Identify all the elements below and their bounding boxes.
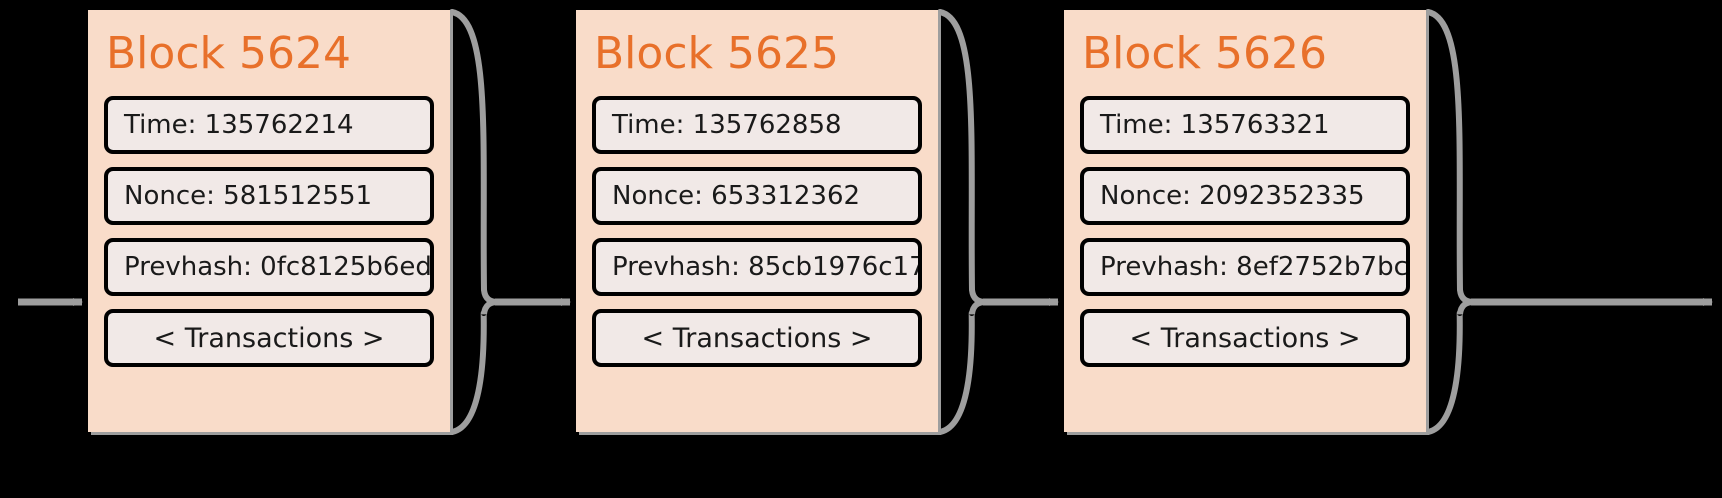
block-field-transactions[interactable]: < Transactions > [592, 309, 922, 367]
block-field-time: Time: 135762214 [104, 96, 434, 154]
block-field-transactions[interactable]: < Transactions > [104, 309, 434, 367]
brace-block-5624-to-block-5625 [449, 9, 571, 435]
block-card-5626[interactable]: Block 5626 Time: 135763321 Nonce: 209235… [1064, 10, 1426, 432]
block-fields: Time: 135763321 Nonce: 2092352335 Prevha… [1064, 96, 1426, 367]
block-field-time: Time: 135762858 [592, 96, 922, 154]
block-field-prevhash: Prevhash: 85cb1976c171 [592, 238, 922, 296]
brace-block-5625-to-block-5626 [937, 9, 1059, 435]
block-field-transactions[interactable]: < Transactions > [1080, 309, 1410, 367]
block-fields: Time: 135762214 Nonce: 581512551 Prevhas… [88, 96, 450, 367]
block-field-nonce: Nonce: 581512551 [104, 167, 434, 225]
block-title: Block 5624 [106, 28, 351, 79]
outgoing-brace-right [1425, 9, 1713, 435]
block-card-5624[interactable]: Block 5624 Time: 135762214 Nonce: 581512… [88, 10, 450, 432]
block-field-nonce: Nonce: 2092352335 [1080, 167, 1410, 225]
block-fields: Time: 135762858 Nonce: 653312362 Prevhas… [576, 96, 938, 367]
block-title: Block 5625 [594, 28, 839, 79]
block-field-prevhash: Prevhash: 8ef2752b7bc3 [1080, 238, 1410, 296]
block-card-5625[interactable]: Block 5625 Time: 135762858 Nonce: 653312… [576, 10, 938, 432]
block-field-prevhash: Prevhash: 0fc8125b6ed4 [104, 238, 434, 296]
block-title: Block 5626 [1082, 28, 1327, 79]
block-field-nonce: Nonce: 653312362 [592, 167, 922, 225]
block-field-time: Time: 135763321 [1080, 96, 1410, 154]
